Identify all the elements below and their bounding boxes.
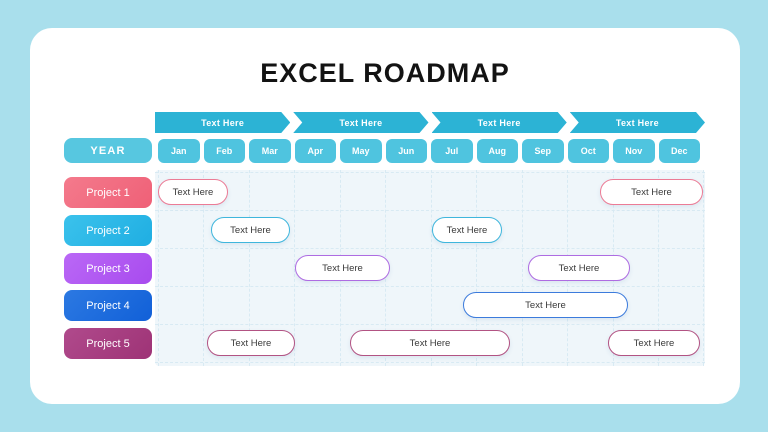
slide-card: EXCEL ROADMAP Text Here Text Here Text H…: [30, 28, 740, 404]
grid-line: [522, 170, 523, 366]
month-cell-may[interactable]: May: [340, 139, 382, 163]
grid-line: [155, 324, 705, 325]
grid-line: [155, 248, 705, 249]
gantt-bar-project3-a[interactable]: Text Here: [295, 255, 390, 281]
gantt-bar-project5-a[interactable]: Text Here: [207, 330, 295, 356]
year-header-cell[interactable]: YEAR: [64, 138, 152, 163]
month-cell-oct[interactable]: Oct: [567, 139, 609, 163]
bar-label: Text Here: [230, 224, 271, 236]
slide-title[interactable]: EXCEL ROADMAP: [260, 58, 510, 88]
bar-label: Text Here: [409, 337, 451, 349]
grid-line: [294, 170, 295, 366]
project-label-3[interactable]: Project 3: [64, 253, 152, 284]
month-cell-jan[interactable]: Jan: [158, 139, 200, 163]
gantt-bar-project1-a[interactable]: Text Here: [158, 179, 228, 205]
bar-label: Text Here: [633, 337, 675, 349]
project-label-4[interactable]: Project 4: [64, 290, 152, 321]
timeline-segment[interactable]: Text Here: [293, 112, 428, 133]
month-cell-nov[interactable]: Nov: [613, 139, 655, 163]
grid-line: [476, 170, 477, 366]
month-header-row: Jan Feb Mar Apr May Jun Jul Aug Sep Oct …: [158, 139, 700, 163]
gantt-bar-project1-b[interactable]: Text Here: [600, 179, 703, 205]
grid-line: [431, 170, 432, 366]
month-cell-apr[interactable]: Apr: [294, 139, 336, 163]
month-cell-feb[interactable]: Feb: [203, 139, 245, 163]
grid-line: [155, 286, 705, 287]
bar-label: Text Here: [230, 337, 272, 349]
grid-line: [155, 210, 705, 211]
gantt-bar-project5-c[interactable]: Text Here: [608, 330, 700, 356]
grid-line: [249, 170, 250, 366]
gantt-bar-project2-a[interactable]: Text Here: [211, 217, 290, 243]
bar-label: Text Here: [525, 299, 566, 311]
month-cell-dec[interactable]: Dec: [658, 139, 700, 163]
bar-label: Text Here: [172, 186, 214, 198]
grid-line: [155, 172, 705, 173]
month-cell-aug[interactable]: Aug: [476, 139, 518, 163]
grid-line: [158, 170, 159, 366]
project-label-2[interactable]: Project 2: [64, 215, 152, 246]
gantt-bar-project5-b[interactable]: Text Here: [350, 330, 510, 356]
gantt-bar-project2-b[interactable]: Text Here: [432, 217, 502, 243]
grid-line: [658, 170, 659, 366]
grid-line: [155, 362, 705, 363]
timeline-arrow-bar: Text Here Text Here Text Here Text Here: [155, 112, 705, 133]
timeline-segment[interactable]: Text Here: [432, 112, 567, 133]
bar-label: Text Here: [631, 186, 672, 198]
gantt-bar-project4-a[interactable]: Text Here: [463, 292, 628, 318]
gantt-bar-project3-b[interactable]: Text Here: [528, 255, 630, 281]
timeline-segment[interactable]: Text Here: [570, 112, 705, 133]
timeline-segment[interactable]: Text Here: [155, 112, 290, 133]
bar-label: Text Here: [558, 262, 600, 274]
month-cell-jun[interactable]: Jun: [385, 139, 427, 163]
bar-label: Text Here: [322, 262, 363, 274]
project-label-5[interactable]: Project 5: [64, 328, 152, 359]
bar-label: Text Here: [446, 224, 488, 236]
project-label-1[interactable]: Project 1: [64, 177, 152, 208]
month-cell-sep[interactable]: Sep: [522, 139, 564, 163]
month-cell-jul[interactable]: Jul: [431, 139, 473, 163]
month-cell-mar[interactable]: Mar: [249, 139, 291, 163]
grid-line: [703, 170, 704, 366]
grid-line: [203, 170, 204, 366]
